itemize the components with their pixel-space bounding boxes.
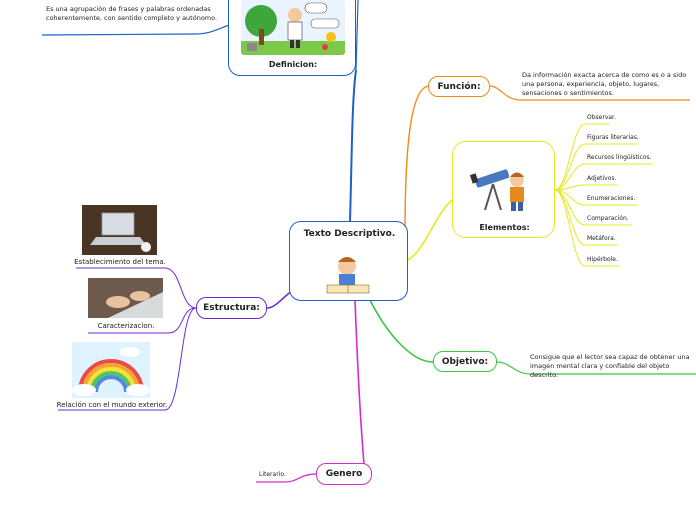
- funcion-label: Función:: [437, 81, 481, 92]
- telescope-illustration: [469, 160, 539, 214]
- objetivo-text: Consigue que el lector sea capaz de obte…: [530, 353, 690, 379]
- elementos-item: Recursos lingüísticos.: [587, 154, 652, 161]
- elementos-node[interactable]: Elementos:: [452, 141, 555, 238]
- definicion-node[interactable]: Definicion:: [228, 0, 356, 76]
- rainbow-illustration: [72, 342, 150, 398]
- objetivo-label: Objetivo:: [441, 356, 489, 367]
- elementos-item: Adjetivos.: [587, 175, 617, 182]
- estructura-node[interactable]: Estructura:: [196, 297, 267, 319]
- boy-studying-illustration: [323, 252, 375, 296]
- laptop-photo: [82, 205, 157, 255]
- elementos-item: Observar.: [587, 114, 616, 121]
- typing-photo: [88, 278, 163, 318]
- elementos-item: Comparación.: [587, 215, 629, 222]
- elementos-item: Hipérbole.: [587, 256, 618, 263]
- elementos-item: Figuras literarias.: [587, 134, 639, 141]
- funcion-text: Da información exacta acerca de como es …: [522, 71, 687, 97]
- estructura-label: Estructura:: [203, 303, 260, 313]
- boy-in-park-illustration: [241, 0, 345, 55]
- genero-node[interactable]: Genero: [316, 463, 372, 485]
- central-title: Texto Descriptivo.: [303, 229, 396, 239]
- funcion-node[interactable]: Función:: [428, 76, 490, 97]
- central-node[interactable]: Texto Descriptivo.: [289, 221, 408, 301]
- elementos-item: Enumeraciones.: [587, 195, 636, 202]
- genero-label: Genero: [325, 469, 363, 479]
- objetivo-node[interactable]: Objetivo:: [433, 351, 497, 372]
- definicion-label: Definicion:: [268, 60, 318, 69]
- genero-item: Literario.: [259, 471, 286, 478]
- estructura-item: Relación con el mundo exterior.: [56, 401, 168, 409]
- definicion-text: Es una agrupación de frases y palabras o…: [46, 5, 218, 22]
- estructura-item: Caracterizacion.: [97, 322, 155, 330]
- elementos-label: Elementos:: [479, 223, 530, 232]
- elementos-item: Metáfora.: [587, 235, 616, 242]
- estructura-item: Establecimiento del tema.: [74, 258, 166, 266]
